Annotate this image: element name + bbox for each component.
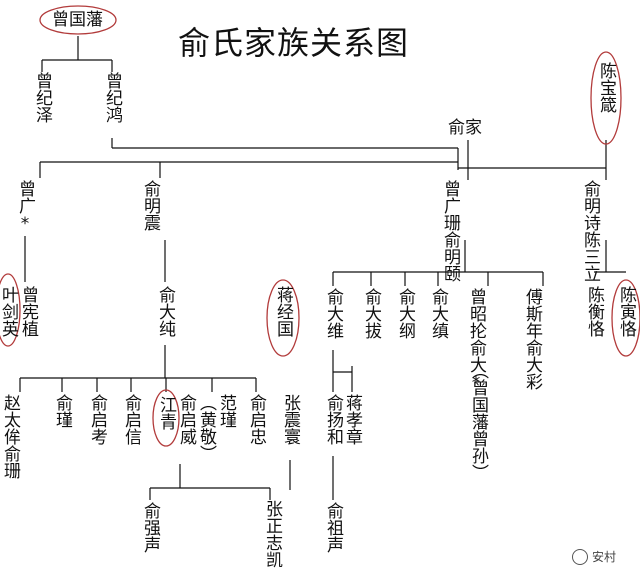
person-yu-daji: 俞大缜 (428, 288, 448, 339)
person-jiang-jingguo: 蒋经国 (273, 286, 293, 337)
person-yu-yanghe: 俞扬和 (323, 394, 343, 445)
person-yu-mingzhen: 俞明震 (140, 180, 160, 231)
person-zeng-guang-star: 曾广* (15, 180, 35, 234)
person-yu-qizhong: 俞启忠 (246, 394, 266, 445)
connector-lines (19, 36, 626, 500)
highlight-chen-yinke (611, 279, 640, 357)
person-jiang-xiaozhang: 蒋孝章 (342, 394, 362, 445)
person-zeng-jihong: 曾纪鸿 (102, 72, 122, 123)
highlight-ye-jianying (0, 273, 21, 347)
person-ye-jianying: 叶剑英 (0, 286, 18, 337)
highlight-jiang-qing (152, 389, 180, 447)
label-yu-family: 俞家 (448, 118, 482, 138)
person-yu-zusheng: 俞祖声 (323, 502, 343, 553)
person-zeng-jize: 曾纪泽 (32, 72, 52, 123)
person-yu-daba: 俞大拔 (361, 288, 381, 339)
person-zhang-zhenhuan: 张震寰 (280, 394, 300, 445)
note-great-grandson: （曾国藩曾孙） (468, 362, 488, 481)
person-zhao-taimou-yu-shan: 赵太侔俞珊 (0, 394, 20, 479)
person-zeng-xianzhi: 曾宪植 (18, 286, 38, 337)
diagram-title: 俞氏家族关系图 (178, 24, 410, 62)
person-yu-qiangsheng: 俞强声 (140, 502, 160, 553)
person-fan-jin: 范瑾 (216, 394, 236, 428)
person-jiang-qing: 江青 (156, 396, 176, 430)
highlight-chen-baozhen (590, 51, 622, 145)
person-chen-baozhen: 陈宝箴 (596, 62, 616, 113)
person-yu-jin: 俞瑾 (52, 394, 72, 428)
watermark: 安村 (571, 548, 616, 565)
person-zeng-guangshan-yu-mingyi: 曾广珊俞明颐 (440, 180, 460, 282)
person-zeng-guofan: 曾国藩 (52, 10, 103, 30)
person-yu-qixin: 俞启信 (121, 394, 141, 445)
highlight-jiang-jingguo (266, 279, 300, 357)
person-chen-hengke: 陈衡恪 (584, 286, 604, 337)
highlight-circles (0, 5, 640, 447)
person-zeng-zhaolun-yu-da: 曾昭抡俞大* (466, 288, 486, 393)
person-yu-dachun: 俞大纯 (155, 286, 175, 337)
person-huang-jing: （黄敬） (196, 394, 216, 462)
person-fu-sinian-yu-dacai: 傅斯年俞大彩 (522, 288, 542, 390)
person-yu-qiwei: 俞启威 (176, 394, 196, 445)
person-yu-dagang: 俞大纲 (395, 288, 415, 339)
person-yu-dawei: 俞大维 (323, 288, 343, 339)
person-yu-mingshi-chen-sanli: 俞明诗陈三立 (580, 180, 600, 282)
person-chen-yinke: 陈寅恪 (616, 286, 636, 337)
person-yu-qikao: 俞启考 (87, 394, 107, 445)
person-zhang-zhengzhikai: 张正志凯 (262, 500, 282, 568)
watermark-text: 安村 (591, 550, 616, 564)
person-yu-mingzhen-group: 俞明震 (140, 180, 160, 260)
highlight-zeng-guofan (39, 5, 117, 35)
watermark-logo-icon (571, 548, 588, 565)
